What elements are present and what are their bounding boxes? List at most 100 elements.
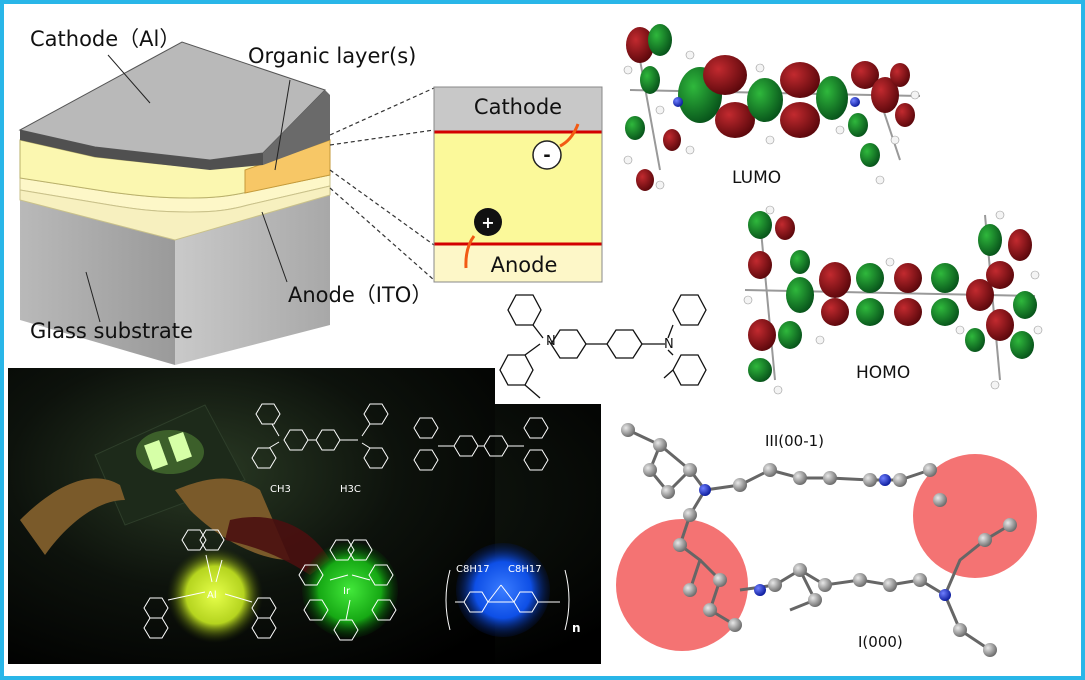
homo-lobe [819,262,851,298]
photo-glow [136,430,204,474]
homo-lobe [748,358,772,382]
oled-device-stack [18,41,331,365]
polyfluorene-sub-right: C8H17 [508,564,542,575]
homo-hydrogens [743,205,1043,395]
zoom-cathode-label: Cathode [474,95,562,119]
alq3-structure [143,529,277,639]
lumo-nitrogen [850,97,860,107]
photo-clip-left [20,478,125,555]
electron-injection-arrow [559,123,580,148]
anode-label: Anode（ITO） [288,283,432,307]
highlight-circle-left [616,519,748,651]
photo-emitting-pixel [168,432,192,462]
homo-lobe [856,263,884,293]
figure-canvas: Cathode（Al） Organic layer(s) Anode（ITO） … [8,24,1043,664]
homo-lobe [786,277,814,313]
lumo-lobe [890,63,910,87]
polyfluorene-glow [456,543,550,637]
cbp-structure-photo [413,417,549,471]
glass-substrate-side [175,195,330,365]
lumo-lobe [851,61,879,89]
anode-layer-front [19,185,331,241]
lumo-lobe [816,76,848,120]
lumo-hydrogens [623,50,920,190]
hole-sign: + [481,213,494,232]
tpd-n-right: N [664,337,674,352]
irppy3-structure [298,539,397,641]
homo-lobe [894,298,922,326]
homo-lobe [748,319,776,351]
homo-label: HOMO [856,363,910,383]
homo-lobe [1013,291,1037,319]
homo-lobe [986,309,1014,341]
crystal-top-label: III(00-1) [765,432,824,450]
lumo-lobe [703,55,747,95]
cathode-label: Cathode（Al） [30,27,180,51]
lumo-lobe [626,27,654,63]
irppy3-metal: Ir [343,586,351,597]
glass-substrate-front [20,200,175,365]
leader-lines [85,54,291,323]
alq3-metal: Al [207,590,217,601]
polyfluorene-sub-left: C8H17 [456,564,490,575]
lumo-lobe [715,102,755,138]
cathode-side [263,90,330,165]
hole-injection-arrow [464,235,476,269]
zoom-box: Cathode Anode - + [433,86,603,283]
tpd-photo-ch3: CH3 [270,484,291,495]
homo-lobe [748,251,772,279]
tpd-structure-photo [251,403,389,469]
homo-lobe [1008,229,1032,261]
crystal-atoms [621,423,1017,657]
homo-lobe [790,250,810,274]
highlight-circle-right [913,454,1037,578]
polyfluorene-structure [445,569,570,631]
homo-lobe [1010,331,1034,359]
homo-lobe [748,211,772,239]
lumo-lobe [640,66,660,94]
alq3-glow [167,547,263,643]
tpd-structure-middle [499,294,707,399]
lumo-lobe [860,143,880,167]
cathode-front [20,130,263,170]
lumo-lobe [663,129,681,151]
homo-lobe [894,263,922,293]
glass-substrate-label: Glass substrate [30,319,193,343]
homo-lobe [821,298,849,326]
lumo-lobe [848,113,868,137]
lumo-lobe [625,116,645,140]
zoom-anode-label: Anode [491,253,558,277]
homo-lobe [775,216,795,240]
photo-glass-plate [94,404,246,526]
organic-layer-label: Organic layer(s) [248,44,416,68]
homo-lobe [986,261,1014,289]
lumo-lobe [895,103,915,127]
homo-lobe [931,263,959,293]
lumo-lobe [648,24,672,56]
crystal-packing-model [616,423,1037,657]
lumo-lobe [747,78,783,122]
zoom-projection-lines [329,87,435,281]
homo-lobe [978,224,1002,256]
polyfluorene-n: n [572,621,581,635]
lumo-lobe [780,102,820,138]
hole-circle [474,208,502,236]
homo-lobe [856,298,884,326]
photo-wire [225,516,330,575]
lumo-lobe [636,169,654,191]
homo-lobe [778,321,802,349]
lumo-nitrogen [673,97,683,107]
tpd-photo-h3c: H3C [340,484,361,495]
homo-lobe [931,298,959,326]
homo-orbital-render [743,205,1043,395]
lumo-label: LUMO [732,168,781,188]
lumo-lobe [871,77,899,113]
homo-lobe [966,279,994,311]
lumo-orbital-render [623,24,921,191]
electron-sign: - [543,145,550,166]
crystal-bottom-label: I(000) [858,633,903,651]
homo-lobe [965,328,985,352]
electron-circle [532,140,562,170]
tpd-n-left: N [546,334,556,349]
